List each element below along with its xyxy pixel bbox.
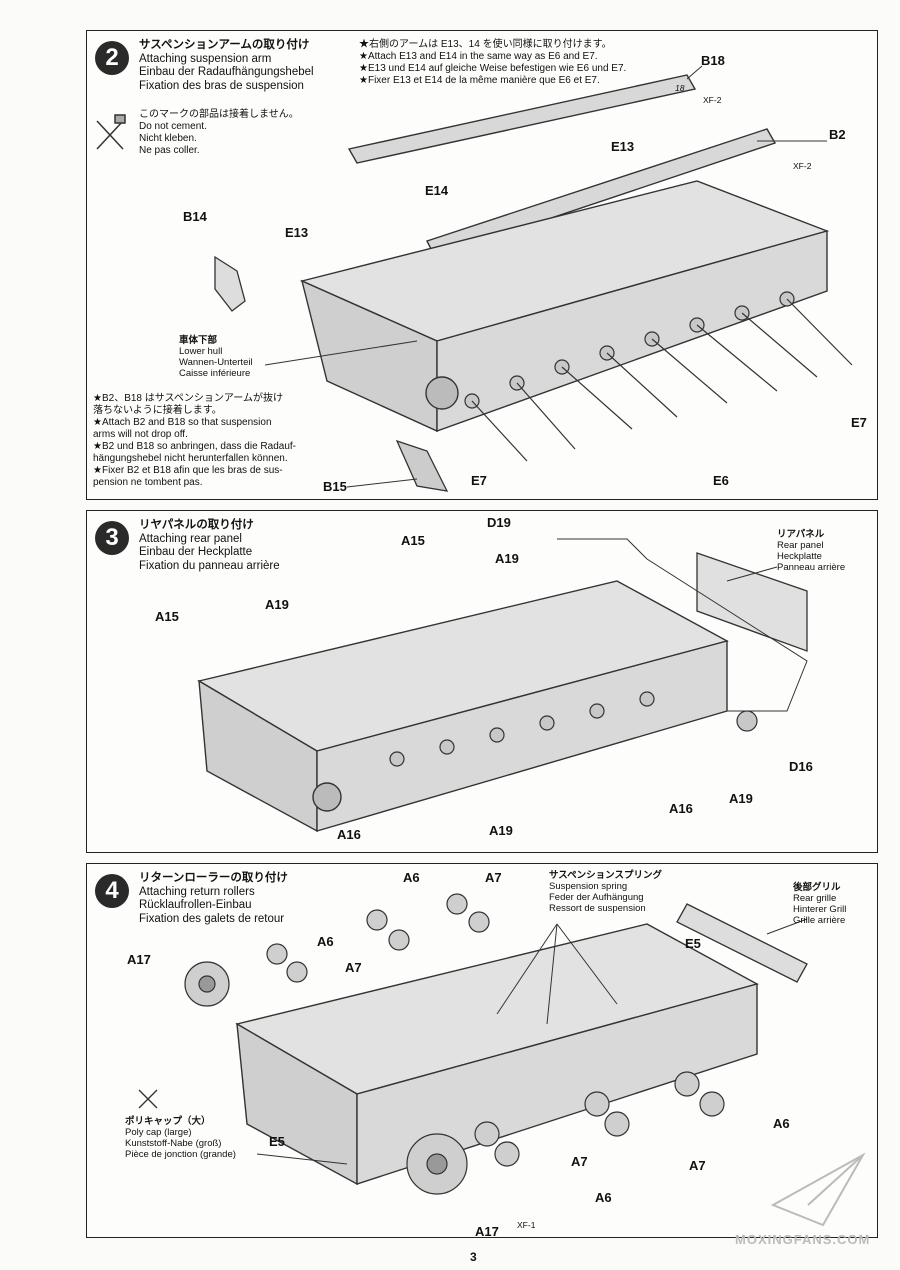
leader-lines (557, 538, 808, 712)
step-3-panel: 3 リヤパネルの取り付け Attaching rear panel Einbau… (86, 510, 878, 853)
step-number: 4 (95, 874, 129, 908)
label-xf1: XF-1 (517, 1220, 536, 1230)
label-a7-d: A7 (689, 1158, 706, 1173)
part-b15 (395, 439, 449, 492)
label-e5-a: E5 (685, 936, 701, 951)
label-e7-b: E7 (471, 473, 487, 488)
poly-cap-caption: ポリキャップ（大） Poly cap (large) Kunststoff-Na… (125, 1116, 236, 1160)
step-title: サスペンションアームの取り付け Attaching suspension arm… (139, 39, 314, 93)
label-a19-d: A19 (489, 823, 513, 838)
hull-body (197, 580, 729, 833)
label-xf2-a: XF-2 (703, 95, 722, 105)
label-a6-d: A6 (595, 1190, 612, 1205)
rear-grille-caption: 後部グリル Rear grille Hinterer Grill Grille … (793, 882, 847, 926)
label-a6-c: A6 (773, 1116, 790, 1131)
no-cement-icon (96, 114, 126, 150)
label-a15-b: A15 (155, 609, 179, 624)
label-a7-a: A7 (485, 870, 502, 885)
label-a19-c: A19 (729, 791, 753, 806)
page-number: 3 (470, 1250, 477, 1264)
label-e7-a: E7 (851, 415, 867, 430)
label-a6-b: A6 (317, 934, 334, 949)
rear-grille-part (676, 903, 808, 983)
label-a6-a: A6 (403, 870, 420, 885)
leader-lines (256, 918, 808, 1165)
label-a16-a: A16 (669, 801, 693, 816)
label-a15-a: A15 (401, 533, 425, 548)
label-d19: D19 (487, 515, 511, 530)
same-way-note: ★右側のアームは E13、14 を使い同様に取り付けます。 ★Attach E1… (359, 39, 627, 86)
label-e5-b: E5 (269, 1134, 285, 1149)
lower-hull-caption: 車体下部 Lower hull Wannen-Unterteil Caisse … (179, 335, 253, 379)
title-en: Attaching suspension arm (139, 52, 272, 65)
step-2-drawing (96, 65, 853, 492)
label-d16: D16 (789, 759, 813, 774)
watermark-logo-icon (770, 1152, 866, 1227)
label-xf2-b: XF-2 (793, 161, 812, 171)
step-4-panel: 4 リターンローラーの取り付け Attaching return rollers… (86, 863, 878, 1239)
label-a7-c: A7 (571, 1154, 588, 1169)
rear-panel-part (696, 552, 808, 652)
title-jp: サスペンションアームの取り付け (139, 39, 310, 51)
road-wheels (184, 893, 725, 1195)
label-a7-b: A7 (345, 960, 362, 975)
label-b2: B2 (829, 127, 846, 142)
title-fr: Fixation des bras de suspension (139, 79, 304, 92)
step-number: 3 (95, 521, 129, 555)
step-3-drawing (197, 538, 808, 833)
label-e14: E14 (425, 183, 449, 198)
lower-hull (299, 180, 830, 433)
step-4-drawing (138, 893, 808, 1195)
step-number: 2 (95, 41, 129, 75)
label-a16-b: A16 (337, 827, 361, 842)
leader-lines (264, 65, 827, 488)
watermark-text: MOXINGFANS.COM (735, 1232, 871, 1247)
suspension-arms (389, 691, 758, 767)
label-b14: B14 (183, 209, 207, 224)
rear-panel-caption: リアパネル Rear panel Heckplatte Panneau arri… (777, 529, 846, 573)
label-b18: B18 (701, 53, 725, 68)
no-cement-icon (138, 1089, 158, 1109)
title-de: Einbau der Radaufhängungshebel (139, 66, 314, 78)
label-18: 18 (675, 83, 685, 93)
label-a19-b: A19 (265, 597, 289, 612)
label-a17-b: A17 (475, 1224, 499, 1239)
label-a17-a: A17 (127, 952, 151, 967)
step-title: リターンローラーの取り付け Attaching return rollers R… (139, 872, 288, 925)
attach-b2-b18-note: ★B2、B18 はサスペンションアームが抜け 落ちないように接着します。 ★At… (93, 393, 296, 488)
suspension-spring-caption: サスペンションスプリング Suspension spring Feder der… (549, 870, 662, 914)
label-e6: E6 (713, 473, 729, 488)
hull-body (235, 923, 759, 1186)
label-a19-a: A19 (495, 551, 519, 566)
label-e13-b: E13 (285, 225, 309, 240)
label-e13-a: E13 (611, 139, 635, 154)
label-b15: B15 (323, 479, 347, 494)
suspension-arms (464, 291, 853, 462)
step-2-panel: 2 サスペンションアームの取り付け Attaching suspension a… (86, 30, 878, 500)
part-b14 (214, 255, 246, 312)
step-title: リヤパネルの取り付け Attaching rear panel Einbau d… (139, 519, 280, 572)
no-cement-note: このマークの部品は接着しません。 Do not cement. Nicht kl… (139, 109, 299, 156)
